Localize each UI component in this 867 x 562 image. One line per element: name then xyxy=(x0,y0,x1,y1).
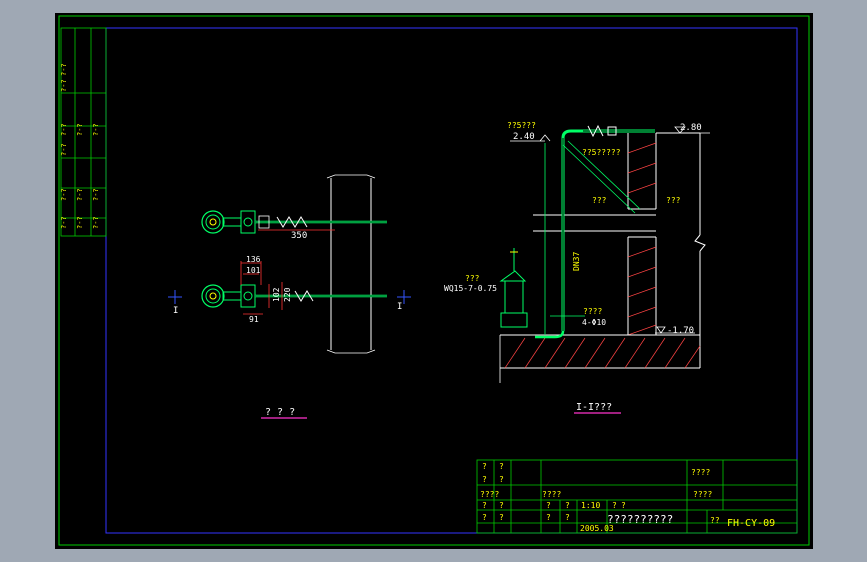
label-top-left: ??5??? xyxy=(507,121,536,130)
anchor-spec: 4-Φ10 xyxy=(582,318,606,327)
section-wall xyxy=(627,132,706,368)
label-mid2: ??? xyxy=(666,196,681,205)
tb-r3c1: ???? xyxy=(480,490,499,499)
pump-model: WQ15-7-0.75 xyxy=(444,284,497,293)
tb-r4c3: ? xyxy=(546,501,551,510)
section-view-caption: I-I??? xyxy=(576,402,612,413)
side-label: ?-? xyxy=(60,123,68,136)
floor-slab xyxy=(499,334,701,383)
tb-right-mid: ???? xyxy=(693,490,712,499)
dimension-350: 350 xyxy=(258,229,335,241)
tb-scale-label: ?? xyxy=(710,516,720,525)
dim-350-text: 350 xyxy=(291,231,307,241)
side-label: ?-? xyxy=(76,123,84,136)
tb-r1c1: ? xyxy=(482,462,487,471)
section-mark-right xyxy=(397,290,411,304)
tb-r4c4: ? xyxy=(565,501,570,510)
tb-r3c3: ???? xyxy=(542,490,561,499)
side-label: ?-? xyxy=(92,123,100,136)
plan-view-caption: ? ? ? xyxy=(265,407,295,418)
tb-r2c2: ? xyxy=(499,475,504,484)
dim-136-text: 136 xyxy=(246,255,261,264)
side-label: ?-? xyxy=(92,216,100,229)
label-mid1: ??? xyxy=(592,196,607,205)
pump-plan-lower xyxy=(201,284,387,308)
tb-r5c1: ? xyxy=(482,513,487,522)
outer-frame xyxy=(58,15,810,546)
tb-r4c5: 1:10 xyxy=(581,501,600,510)
title-block-text: ? ? ? ? ???? ???? ? ? ? ? 1:10 ? ? ? ? ?… xyxy=(480,462,775,533)
tb-r5c2: ? xyxy=(499,513,504,522)
dim-101-text: 101 xyxy=(246,266,261,275)
riser-pipe xyxy=(535,124,655,339)
side-label: ?-? xyxy=(92,188,100,201)
elevation-marks xyxy=(510,126,710,334)
label-diagonal: ??5????? xyxy=(582,148,621,157)
anchor-label: ???? xyxy=(583,307,602,316)
side-label: ?-? xyxy=(60,216,68,229)
drawing-number: FH-CY-09 xyxy=(727,518,775,529)
tb-r5c4: ? xyxy=(565,513,570,522)
title-block xyxy=(476,459,798,534)
dimensions-lower xyxy=(240,261,283,315)
dim-91-text: 91 xyxy=(249,315,259,324)
side-label: ?-? xyxy=(60,143,68,156)
tb-r2c1: ? xyxy=(482,475,487,484)
tb-r4c1: ? xyxy=(482,501,487,510)
elev-2-40: 2.40 xyxy=(513,132,535,142)
tb-date: 2005.03 xyxy=(580,524,614,533)
pipe-dn-label: DN37 xyxy=(572,252,581,271)
side-panel xyxy=(60,27,107,237)
side-label: ?-? xyxy=(76,188,84,201)
tb-r1c2: ? xyxy=(499,462,504,471)
dim-220-text: 220 xyxy=(283,287,292,302)
tb-r4c6: ? xyxy=(612,501,617,510)
slab-lines xyxy=(533,208,656,238)
side-label: ?-? xyxy=(60,63,68,76)
pump-label: ??? xyxy=(465,274,480,283)
section-mark-left xyxy=(168,290,182,304)
elev-2-80: 2.80 xyxy=(680,123,702,133)
submersible-pump xyxy=(499,248,528,328)
section-mark-left-label: I xyxy=(173,306,178,316)
inner-frame xyxy=(105,27,798,534)
tb-r4c2: ? xyxy=(499,501,504,510)
plan-view: 350 136 101 102 220 91 xyxy=(168,174,411,419)
elev-neg-1-70: -1.70 xyxy=(667,326,694,336)
section-mark-right-label: I xyxy=(397,302,402,312)
tb-r5c3: ? xyxy=(546,513,551,522)
tb-r4c7: ? xyxy=(621,501,626,510)
dim-102-text: 102 xyxy=(272,287,281,302)
drawing-name: ?????????? xyxy=(607,513,673,526)
section-view: ??5??? 2.40 2.80 ??5????? ??? ??? DN37 ?… xyxy=(444,121,710,414)
cad-drawing: ?-? ?-? ?-? ?-? ?-? ?-? ?-? ?-? ?-? ?-? … xyxy=(58,15,810,546)
cad-drawing-viewport[interactable]: ?-? ?-? ?-? ?-? ?-? ?-? ?-? ?-? ?-? ?-? … xyxy=(55,13,813,549)
side-label: ?-? xyxy=(76,216,84,229)
side-panel-labels: ?-? ?-? ?-? ?-? ?-? ?-? ?-? ?-? ?-? ?-? … xyxy=(60,63,100,229)
tb-right-top: ???? xyxy=(691,468,710,477)
side-label: ?-? xyxy=(60,79,68,92)
pump-plan-upper xyxy=(201,210,387,234)
side-label: ?-? xyxy=(60,188,68,201)
